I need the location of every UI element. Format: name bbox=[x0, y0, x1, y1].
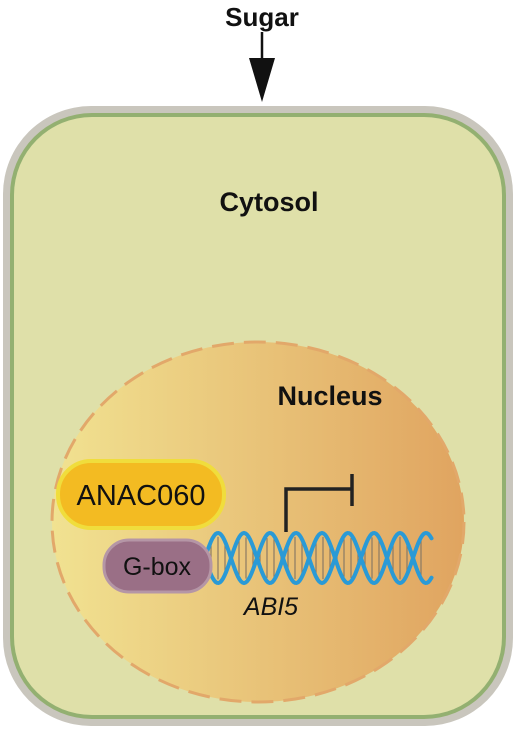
g-box-element: G-box bbox=[102, 538, 213, 594]
nucleus-label: Nucleus bbox=[277, 381, 382, 411]
abi5-gene-label: ABI5 bbox=[242, 593, 298, 621]
g-box-label: G-box bbox=[123, 553, 192, 581]
sugar-input-arrow bbox=[249, 32, 275, 102]
cytosol-label: Cytosol bbox=[219, 187, 318, 217]
dna-strand-1 bbox=[203, 530, 434, 586]
anac060-protein: ANAC060 bbox=[56, 459, 226, 530]
nucleus bbox=[50, 340, 466, 704]
dna-strand-2 bbox=[203, 530, 434, 586]
anac060-label: ANAC060 bbox=[77, 480, 206, 512]
sugar-label: Sugar bbox=[225, 2, 299, 32]
repression-symbol bbox=[284, 474, 354, 532]
